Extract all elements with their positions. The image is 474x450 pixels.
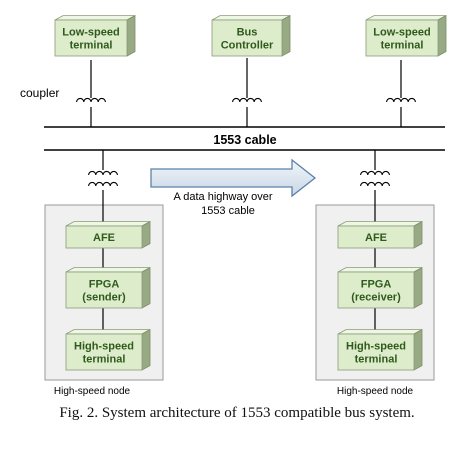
low-speed-terminal-left-box-label-2: terminal — [70, 40, 113, 52]
coupler-node-right-icon — [360, 170, 390, 176]
low-speed-terminal-right-box-label-2: terminal — [381, 40, 424, 52]
coupler-center-icon — [232, 97, 262, 103]
fpga-receiver-box: FPGA(receiver) — [337, 266, 423, 309]
high-speed-terminal-right-box-label-1: High-speed — [346, 341, 406, 353]
figure-caption: Fig. 2. System architecture of 1553 comp… — [59, 405, 415, 421]
highway-label-line2: 1553 cable — [201, 205, 255, 217]
fpga-receiver-box-label-2: (receiver) — [351, 292, 401, 304]
terminal-boxes: Low-speedterminalBusControllerLow-speedt… — [54, 14, 447, 371]
bus-controller-box-label-1: Bus — [237, 27, 258, 39]
coupler-label: coupler — [20, 86, 59, 100]
fpga-sender-box-label-2: (sender) — [82, 292, 126, 304]
data-highway-arrow — [150, 158, 317, 198]
high-speed-terminal-right-box-label-2: terminal — [355, 354, 398, 366]
afe-right-box-label-1: AFE — [365, 232, 387, 244]
coupler-node-right-lower-icon — [360, 181, 390, 187]
coupler-left-icon — [76, 97, 106, 103]
fpga-sender-box: FPGA(sender) — [65, 266, 151, 309]
afe-left-box-label-1: AFE — [93, 232, 115, 244]
fpga-sender-box-label-1: FPGA — [89, 279, 120, 291]
high-speed-terminal-left-box-label-2: terminal — [83, 354, 126, 366]
afe-left-box: AFE — [65, 220, 151, 249]
highway-label-line1: A data highway over — [173, 191, 272, 203]
node-label-right: High-speed node — [337, 386, 414, 397]
bus-controller-box-label-2: Controller — [221, 40, 274, 52]
afe-right-box: AFE — [337, 220, 423, 249]
coupler-right-icon — [386, 97, 416, 103]
low-speed-terminal-right-box-label-1: Low-speed — [373, 27, 430, 39]
cable-label: 1553 cable — [213, 133, 276, 147]
fpga-receiver-box-label-1: FPGA — [361, 279, 392, 291]
low-speed-terminal-left-box-label-1: Low-speed — [62, 27, 119, 39]
node-label-left: High-speed node — [54, 386, 131, 397]
high-speed-terminal-left-box-label-1: High-speed — [74, 341, 134, 353]
coupler-node-left-icon — [88, 170, 118, 176]
couplers — [76, 97, 416, 187]
coupler-node-left-lower-icon — [88, 181, 118, 187]
